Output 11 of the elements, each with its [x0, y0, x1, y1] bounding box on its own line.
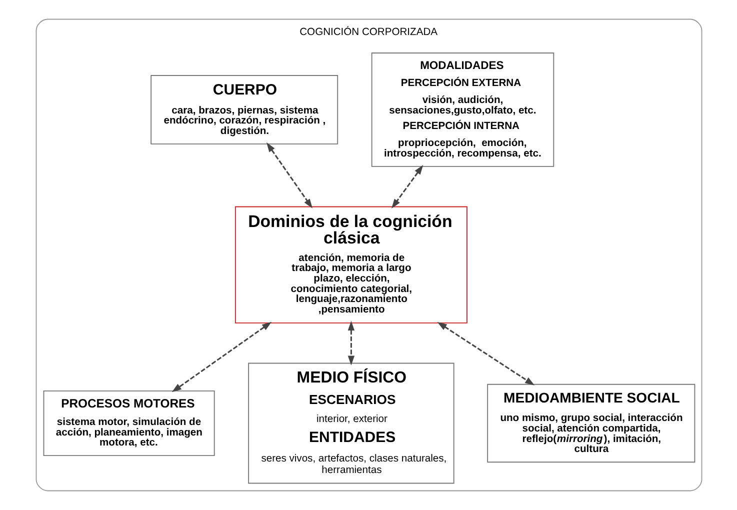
node-box: MODALIDADES PERCEPCIÓN EXTERNA visión, audición, sensaciones,gusto,olfato, etc. PERCEPCIÓN INTERNA propriocepción, emoción, introspección, recompensa, etc.: [370, 52, 554, 167]
arrow: [436, 322, 534, 386]
node-box: MEDIOAMBIENTE SOCIAL uno mismo, grupo social, interacción social, atención compartida, reflejo(mirroring), imitación, cultura: [486, 384, 695, 463]
node-box: MEDIO FÍSICO ESCENARIOS interior, exterior ENTIDADES seres vivos, artefactos, clases naturales, herramientas: [248, 362, 454, 484]
node-box: CUERPO cara, brazos, piernas, sistema endócrino, corazón, respiración , digestión.: [150, 75, 338, 144]
node-box: PROCESOS MOTORES sistema motor, simulación de acción, planeamiento, imagen motora, etc.: [42, 390, 214, 456]
arrow: [391, 165, 423, 209]
node-box: Dominios de la cognición clásica atención, memoria de trabajo, memoria a largo plazo, elección, conocimiento categorial, lenguaje,razonamiento ,pensamiento: [234, 206, 467, 324]
arrow: [266, 142, 312, 208]
arrow: [347, 320, 354, 366]
arrow: [171, 322, 272, 392]
